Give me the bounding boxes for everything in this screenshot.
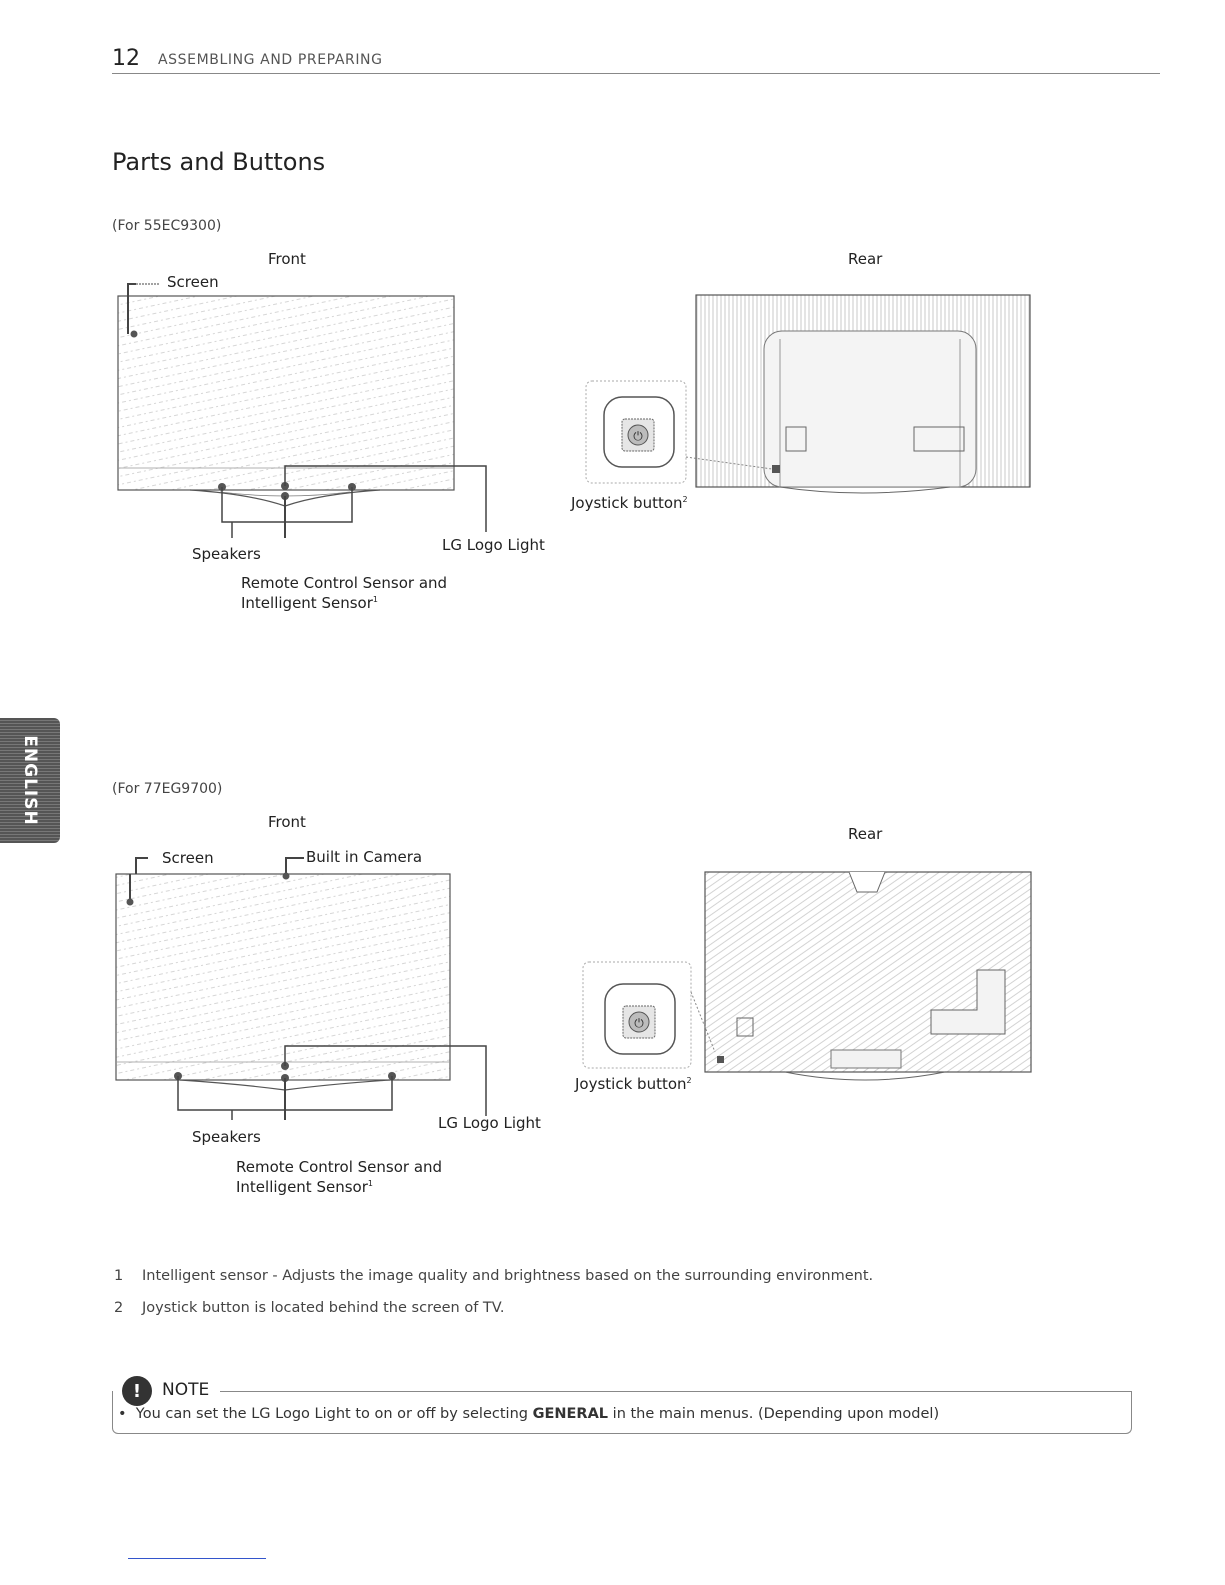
exclamation-icon: !: [122, 1376, 152, 1406]
model-2-logo-light-label: LG Logo Light: [438, 1114, 541, 1132]
note-bullet: •: [118, 1406, 127, 1422]
footer-rule: [128, 1558, 266, 1559]
model-2-screen-label: Screen: [162, 849, 214, 867]
model-2-front-diagram: [115, 857, 487, 1120]
footnote-2-number: 2: [114, 1300, 124, 1316]
model-1-front-diagram: [117, 283, 487, 538]
model-2-joystick-label: Joystick button2: [575, 1075, 692, 1093]
note-text: • You can set the LG Logo Light to on or…: [118, 1406, 940, 1422]
model-2-front-label: Front: [268, 813, 306, 831]
power-icon: ⏻: [633, 429, 643, 443]
model-1-front-label: Front: [268, 250, 306, 268]
footnote-2-text: Joystick button is located behind the sc…: [142, 1300, 505, 1316]
language-tab: ENGLISH: [0, 718, 60, 843]
model-1-sensor-label-line1: Remote Control Sensor and: [241, 574, 448, 592]
header-divider: [112, 73, 1160, 74]
page-title: Parts and Buttons: [112, 148, 326, 176]
model-2-camera-label: Built in Camera: [306, 848, 423, 866]
footnote-1-number: 1: [114, 1268, 124, 1284]
section-title: ASSEMBLING AND PREPARING: [158, 52, 383, 68]
model-1-rear-label: Rear: [848, 250, 883, 268]
model-2-sensor-label-line1: Remote Control Sensor and: [236, 1158, 443, 1176]
model-2-rear-label: Rear: [848, 825, 883, 843]
model-1-screen-label: Screen: [167, 273, 219, 291]
footnote-1-text: Intelligent sensor - Adjusts the image q…: [142, 1268, 874, 1284]
power-icon: ⏻: [634, 1016, 644, 1030]
model-1-rear-diagram: ⏻: [585, 294, 1031, 494]
model-1-joystick-label: Joystick button2: [571, 494, 688, 512]
model-1-label: (For 55EC9300): [112, 218, 222, 234]
note-label: NOTE: [162, 1380, 210, 1400]
note-divider: [220, 1391, 1132, 1392]
model-1-speakers-label: Speakers: [192, 545, 261, 563]
language-tab-label: ENGLISH: [20, 735, 40, 826]
model-1-logo-light-label: LG Logo Light: [442, 536, 545, 554]
model-1-sensor-label-line2: Intelligent Sensor1: [241, 594, 378, 612]
model-2-sensor-label-line2: Intelligent Sensor1: [236, 1178, 373, 1196]
model-2-rear-diagram: ⏻: [582, 871, 1032, 1081]
general-menu-term: GENERAL: [532, 1406, 609, 1422]
model-2-label: (For 77EG9700): [112, 781, 223, 797]
note-box: [112, 1391, 1132, 1434]
model-2-speakers-label: Speakers: [192, 1128, 261, 1146]
page-number: 12: [112, 46, 140, 71]
